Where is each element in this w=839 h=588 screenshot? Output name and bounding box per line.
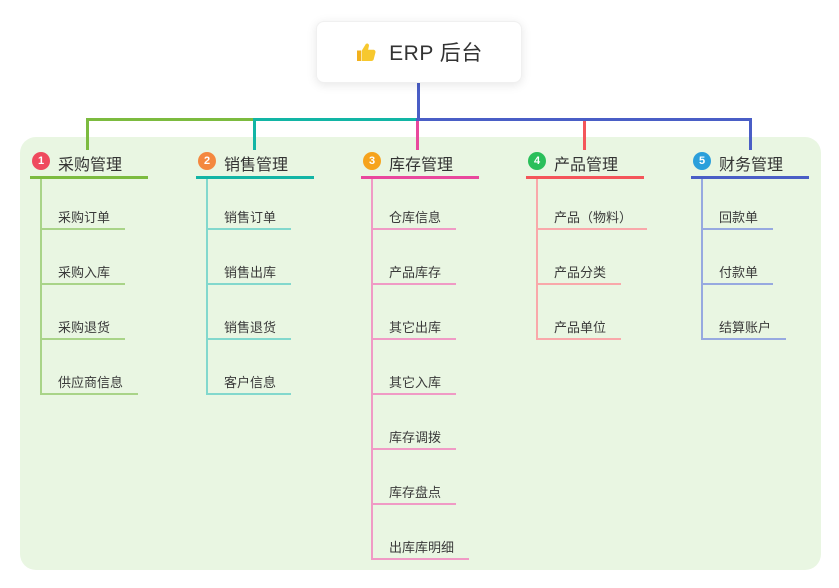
branch-node-label[interactable]: 财务管理 bbox=[719, 157, 784, 174]
leaf-node[interactable]: 出库库明细 bbox=[389, 540, 455, 555]
branch-underline bbox=[691, 176, 809, 179]
branch-spine bbox=[40, 179, 42, 395]
leaf-node[interactable]: 库存调拨 bbox=[389, 430, 442, 445]
leaf-node[interactable]: 产品单位 bbox=[554, 320, 607, 335]
branch-drop-line bbox=[749, 118, 752, 150]
leaf-underline bbox=[40, 338, 125, 340]
branch-drop-line bbox=[86, 118, 89, 150]
branch-node-label[interactable]: 销售管理 bbox=[224, 157, 289, 174]
branch-node-label[interactable]: 产品管理 bbox=[554, 157, 619, 174]
priority-5-icon: 5 bbox=[693, 152, 711, 170]
group-panel bbox=[20, 137, 821, 570]
leaf-underline bbox=[371, 393, 456, 395]
branch-underline bbox=[526, 176, 644, 179]
leaf-underline bbox=[40, 228, 125, 230]
leaf-underline bbox=[371, 503, 456, 505]
leaf-node[interactable]: 产品分类 bbox=[554, 265, 607, 280]
leaf-underline bbox=[206, 228, 291, 230]
leaf-node[interactable]: 产品库存 bbox=[389, 265, 442, 280]
leaf-underline bbox=[206, 393, 291, 395]
branch-underline bbox=[196, 176, 314, 179]
leaf-node[interactable]: 其它入库 bbox=[389, 375, 442, 390]
leaf-node[interactable]: 客户信息 bbox=[224, 375, 277, 390]
root-node[interactable]: ERP 后台 bbox=[316, 21, 522, 83]
leaf-node[interactable]: 库存盘点 bbox=[389, 485, 442, 500]
branch-spine bbox=[701, 179, 703, 340]
leaf-underline bbox=[371, 338, 456, 340]
leaf-node[interactable]: 付款单 bbox=[719, 265, 759, 280]
trunk-segment bbox=[416, 118, 752, 121]
leaf-underline bbox=[206, 338, 291, 340]
leaf-underline bbox=[701, 228, 773, 230]
leaf-node[interactable]: 销售订单 bbox=[224, 210, 277, 225]
root-connector bbox=[417, 83, 420, 120]
branch-drop-line bbox=[416, 118, 419, 150]
leaf-node[interactable]: 采购退货 bbox=[58, 320, 111, 335]
leaf-underline bbox=[701, 283, 773, 285]
leaf-node[interactable]: 销售出库 bbox=[224, 265, 277, 280]
leaf-node[interactable]: 供应商信息 bbox=[58, 375, 124, 390]
branch-spine bbox=[206, 179, 208, 395]
priority-2-icon: 2 bbox=[198, 152, 216, 170]
leaf-node[interactable]: 采购入库 bbox=[58, 265, 111, 280]
leaf-underline bbox=[536, 338, 621, 340]
leaf-underline bbox=[40, 283, 125, 285]
leaf-node[interactable]: 其它出库 bbox=[389, 320, 442, 335]
branch-node-label[interactable]: 库存管理 bbox=[389, 157, 454, 174]
leaf-node[interactable]: 仓库信息 bbox=[389, 210, 442, 225]
leaf-node[interactable]: 产品（物料） bbox=[554, 210, 633, 225]
leaf-underline bbox=[701, 338, 786, 340]
leaf-underline bbox=[371, 283, 456, 285]
leaf-node[interactable]: 结算账户 bbox=[719, 320, 772, 335]
priority-4-icon: 4 bbox=[528, 152, 546, 170]
root-title: ERP 后台 bbox=[389, 42, 483, 65]
branch-spine bbox=[371, 179, 373, 560]
branch-drop-line bbox=[583, 118, 586, 150]
leaf-node[interactable]: 回款单 bbox=[719, 210, 759, 225]
leaf-underline bbox=[536, 283, 621, 285]
branch-drop-line bbox=[253, 118, 256, 150]
priority-1-icon: 1 bbox=[32, 152, 50, 170]
leaf-underline bbox=[371, 558, 469, 560]
branch-node-label[interactable]: 采购管理 bbox=[58, 157, 123, 174]
thumbs-up-icon bbox=[357, 43, 376, 61]
leaf-underline bbox=[40, 393, 138, 395]
leaf-underline bbox=[371, 448, 456, 450]
priority-3-icon: 3 bbox=[363, 152, 381, 170]
trunk-segment bbox=[86, 118, 256, 121]
branch-underline bbox=[361, 176, 479, 179]
leaf-underline bbox=[206, 283, 291, 285]
leaf-underline bbox=[536, 228, 647, 230]
branch-underline bbox=[30, 176, 148, 179]
leaf-underline bbox=[371, 228, 456, 230]
leaf-node[interactable]: 销售退货 bbox=[224, 320, 277, 335]
branch-spine bbox=[536, 179, 538, 340]
trunk-segment bbox=[253, 118, 419, 121]
leaf-node[interactable]: 采购订单 bbox=[58, 210, 111, 225]
